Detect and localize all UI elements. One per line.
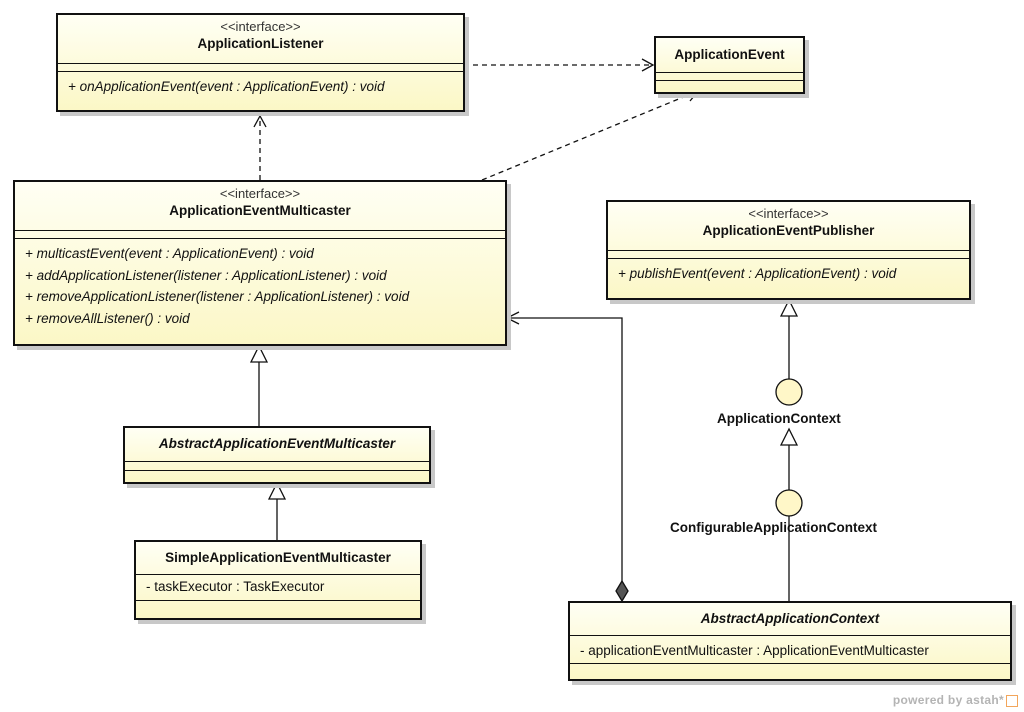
divider — [125, 461, 429, 462]
attributes-compartment: - applicationEventMulticaster : Applicat… — [570, 636, 1010, 662]
class-application-event-publisher: <<interface>> ApplicationEventPublisher … — [606, 200, 971, 300]
class-name: ApplicationEventMulticaster — [169, 203, 351, 218]
attribute: - applicationEventMulticaster : Applicat… — [580, 643, 929, 658]
divider — [608, 258, 969, 259]
class-abstract-application-event-multicaster: AbstractApplicationEventMulticaster — [123, 426, 431, 484]
interface-label-application-context: ApplicationContext — [717, 411, 841, 426]
class-simple-application-event-multicaster: SimpleApplicationEventMulticaster - task… — [134, 540, 422, 620]
stereotype-label: <<interface>> — [220, 19, 301, 34]
class-header: <<interface>> ApplicationEventMulticaste… — [15, 182, 505, 220]
interface-label-configurable-application-context: ConfigurableApplicationContext — [670, 520, 877, 535]
generalization-simple-multicaster — [267, 481, 287, 540]
operation: + onApplicationEvent(event : Application… — [68, 79, 385, 94]
class-header: AbstractApplicationContext — [570, 603, 1010, 628]
stereotype-label: <<interface>> — [219, 186, 301, 201]
operation: + addApplicationListener(listener : Appl… — [25, 267, 387, 283]
divider — [136, 599, 420, 601]
class-application-event-multicaster: <<interface>> ApplicationEventMulticaste… — [13, 180, 507, 346]
operations-compartment: + onApplicationEvent(event : Application… — [58, 72, 463, 102]
class-header: SimpleApplicationEventMulticaster — [136, 542, 420, 567]
dependency-listener-event — [464, 58, 655, 72]
operations-compartment: + multicastEvent(event : ApplicationEven… — [15, 239, 505, 333]
divider — [570, 635, 1010, 636]
divider — [656, 72, 803, 73]
class-name: AbstractApplicationContext — [700, 611, 880, 626]
divider — [15, 230, 505, 231]
class-name: ApplicationEventPublisher — [702, 223, 875, 238]
class-header: AbstractApplicationEventMulticaster — [125, 428, 429, 453]
dependency-multicaster-listener — [253, 114, 267, 180]
generalization-configurable-context — [775, 378, 803, 490]
realization-context-configurable — [775, 489, 803, 601]
watermark-text: powered by astah* — [892, 693, 1004, 707]
class-name: ApplicationListener — [197, 36, 324, 51]
class-name: SimpleApplicationEventMulticaster — [165, 550, 391, 565]
operation: + multicastEvent(event : ApplicationEven… — [25, 246, 314, 261]
attributes-compartment: - taskExecutor : TaskExecutor — [136, 575, 420, 598]
class-header: <<interface>> ApplicationEventPublisher — [608, 202, 969, 240]
class-name: ApplicationEvent — [674, 47, 785, 62]
composition-context-multicaster — [505, 311, 629, 603]
dependency-multicaster-event — [481, 88, 701, 181]
divider — [136, 574, 420, 575]
operation: + removeApplicationListener(listener : A… — [25, 289, 410, 304]
divider — [58, 63, 463, 64]
divider — [15, 238, 505, 239]
class-application-listener: <<interface>> ApplicationListener + onAp… — [56, 13, 465, 112]
divider — [570, 662, 1010, 664]
stereotype-label: <<interface>> — [748, 206, 829, 221]
class-name: AbstractApplicationEventMulticaster — [158, 436, 396, 451]
attribute: - taskExecutor : TaskExecutor — [146, 579, 325, 594]
generalization-context-publisher — [779, 298, 799, 379]
realization-abstract-multicaster — [249, 344, 269, 426]
operation: + publishEvent(event : ApplicationEvent)… — [618, 266, 897, 281]
divider — [608, 250, 969, 251]
class-header: <<interface>> ApplicationListener — [58, 15, 463, 53]
class-abstract-application-context: AbstractApplicationContext - application… — [568, 601, 1012, 681]
divider — [656, 80, 803, 81]
astah-watermark: powered by astah* — [893, 693, 1018, 707]
class-application-event: ApplicationEvent — [654, 36, 805, 94]
divider — [58, 71, 463, 72]
divider — [125, 470, 429, 471]
astah-logo-icon — [1006, 695, 1018, 707]
operation: + removeAllListener() : void — [25, 310, 190, 326]
operations-compartment: + publishEvent(event : ApplicationEvent)… — [608, 259, 969, 289]
class-header: ApplicationEvent — [656, 38, 803, 64]
